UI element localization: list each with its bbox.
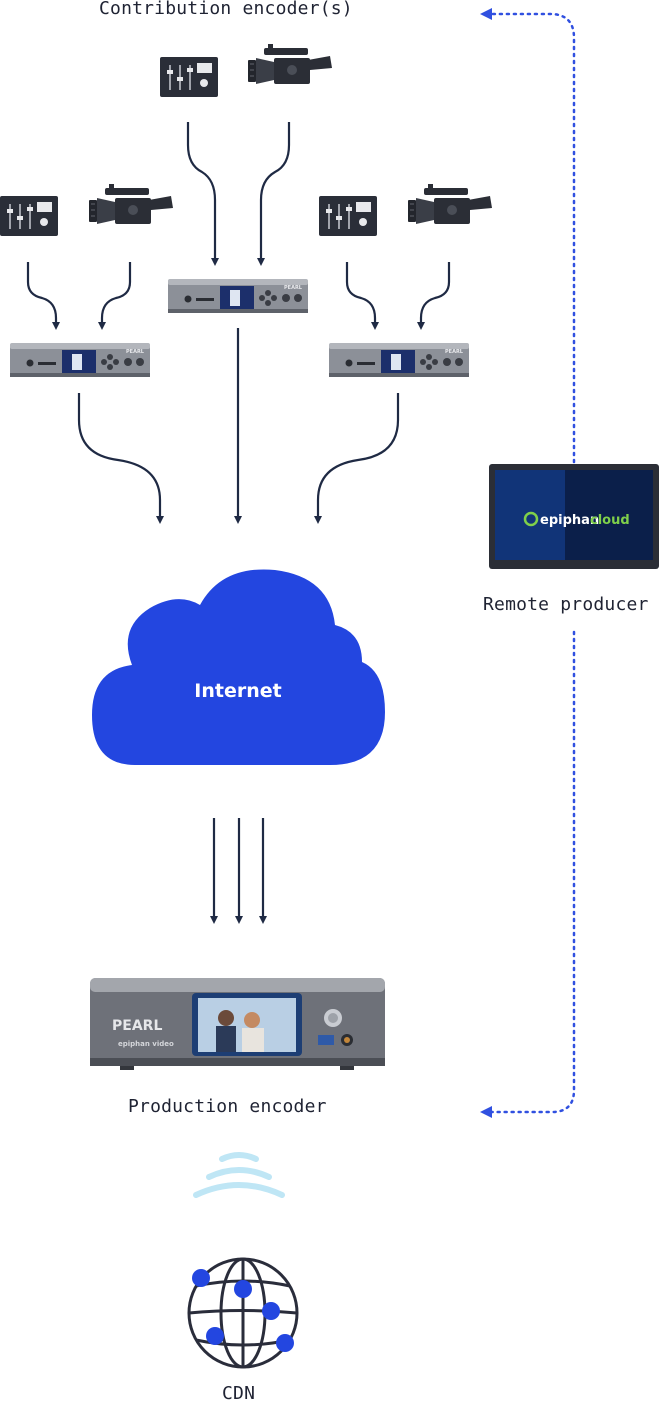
cloud-brand-prefix: epiphan — [540, 513, 599, 528]
production-encoder-device: PEARL epiphan video — [90, 978, 385, 1070]
production-encoder-label: Production encoder — [128, 1096, 327, 1117]
input-arrows — [26, 122, 451, 330]
contribution-encoder-right — [329, 343, 469, 377]
video-camera-icon — [407, 183, 493, 225]
internet-cloud — [92, 569, 385, 765]
signal-icon — [193, 1152, 285, 1198]
pearl-brand: PEARL — [112, 1018, 162, 1034]
pearl-subbrand: epiphan video — [118, 1040, 174, 1048]
remote-producer-monitor: epiphan cloud — [489, 464, 659, 569]
audio-mixer-icon — [0, 195, 59, 237]
cloud-brand-suffix: cloud — [590, 513, 630, 528]
remote-producer-label: Remote producer — [483, 594, 649, 615]
encoder-to-internet-arrows — [77, 328, 400, 524]
cdn-globe-icon — [187, 1257, 299, 1369]
audio-mixer-icon — [159, 56, 219, 98]
video-camera-icon — [88, 183, 174, 225]
remote-dotted-links — [480, 8, 576, 1118]
video-camera-icon — [247, 43, 333, 85]
contribution-encoder-center — [168, 279, 308, 313]
audio-mixer-icon — [318, 195, 378, 237]
contribution-encoders-label: Contribution encoder(s) — [99, 0, 353, 19]
cdn-label: CDN — [222, 1383, 256, 1404]
contribution-encoder-left — [10, 343, 150, 377]
internet-to-production-arrows — [210, 818, 267, 924]
internet-label: Internet — [194, 680, 281, 702]
